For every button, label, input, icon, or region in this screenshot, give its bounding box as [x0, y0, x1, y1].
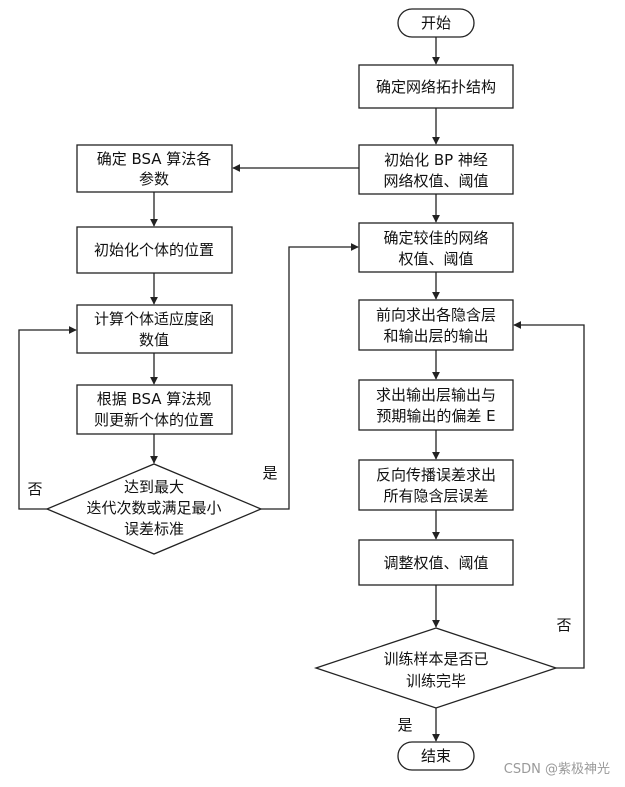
forward-label-line2: 和输出层的输出	[383, 327, 488, 345]
error-label-line2: 预期输出的偏差 E	[376, 407, 495, 425]
forward-label-line1: 前向求出各隐含层	[376, 306, 496, 324]
init-bp-label-line1: 初始化 BP 神经	[384, 151, 488, 169]
backprop-label-line1: 反向传播误差求出	[376, 466, 496, 484]
update-label-line1: 根据 BSA 算法规	[97, 390, 212, 408]
start-label: 开始	[421, 14, 451, 32]
cond1-no-label: 否	[27, 480, 42, 498]
fitness-label-line1: 计算个体适应度函	[94, 310, 214, 328]
best-weights-box	[358, 222, 514, 273]
init-positions-label: 初始化个体的位置	[94, 241, 214, 259]
cond1-label-line2: 迭代次数或满足最小	[86, 499, 221, 517]
init-bp-label-line2: 网络权值、阈值	[383, 172, 488, 190]
fitness-label-line2: 数值	[139, 331, 169, 349]
edge-cond1-yes-to-best-weights	[261, 243, 359, 510]
cond1-label-line1: 达到最大	[124, 478, 184, 496]
cond1-yes-label: 是	[262, 464, 277, 482]
adjust-box	[358, 539, 514, 586]
bsa-params-label-line2: 参数	[139, 170, 169, 188]
end-label: 结束	[421, 747, 451, 765]
net-topology-label: 确定网络拓扑结构	[376, 78, 496, 96]
update-label-line2: 则更新个体的位置	[94, 411, 214, 429]
end-node	[397, 741, 475, 771]
cond2-label-line1: 训练样本是否已	[383, 650, 488, 668]
backprop-box	[358, 459, 514, 511]
edge-cond1-no-loop	[18, 326, 77, 510]
cond2-yes-label: 是	[397, 716, 412, 734]
cond1-label-line3: 误差标准	[124, 520, 184, 538]
error-label-line1: 求出输出层输出与	[376, 386, 496, 404]
training-done-decision	[313, 627, 559, 709]
edge-cond2-no-loop	[513, 321, 585, 669]
watermark-text: CSDN @紫极神光	[504, 762, 610, 777]
backprop-label-line2: 所有隐含层误差	[383, 487, 488, 505]
fitness-box	[76, 304, 233, 354]
best-weights-label-line1: 确定较佳的网络	[383, 229, 488, 247]
best-weights-label-line2: 权值、阈值	[398, 250, 473, 268]
net-topology-box	[358, 64, 514, 109]
cond2-label-line2: 训练完毕	[406, 672, 466, 690]
iteration-stop-decision	[45, 463, 263, 555]
bsa-params-label-line1: 确定 BSA 算法各	[97, 150, 212, 168]
cond2-no-label: 否	[556, 616, 571, 634]
forward-box	[358, 299, 514, 351]
update-positions-box	[76, 384, 233, 435]
adjust-label: 调整权值、阈值	[383, 554, 488, 572]
init-positions-box	[76, 226, 233, 274]
